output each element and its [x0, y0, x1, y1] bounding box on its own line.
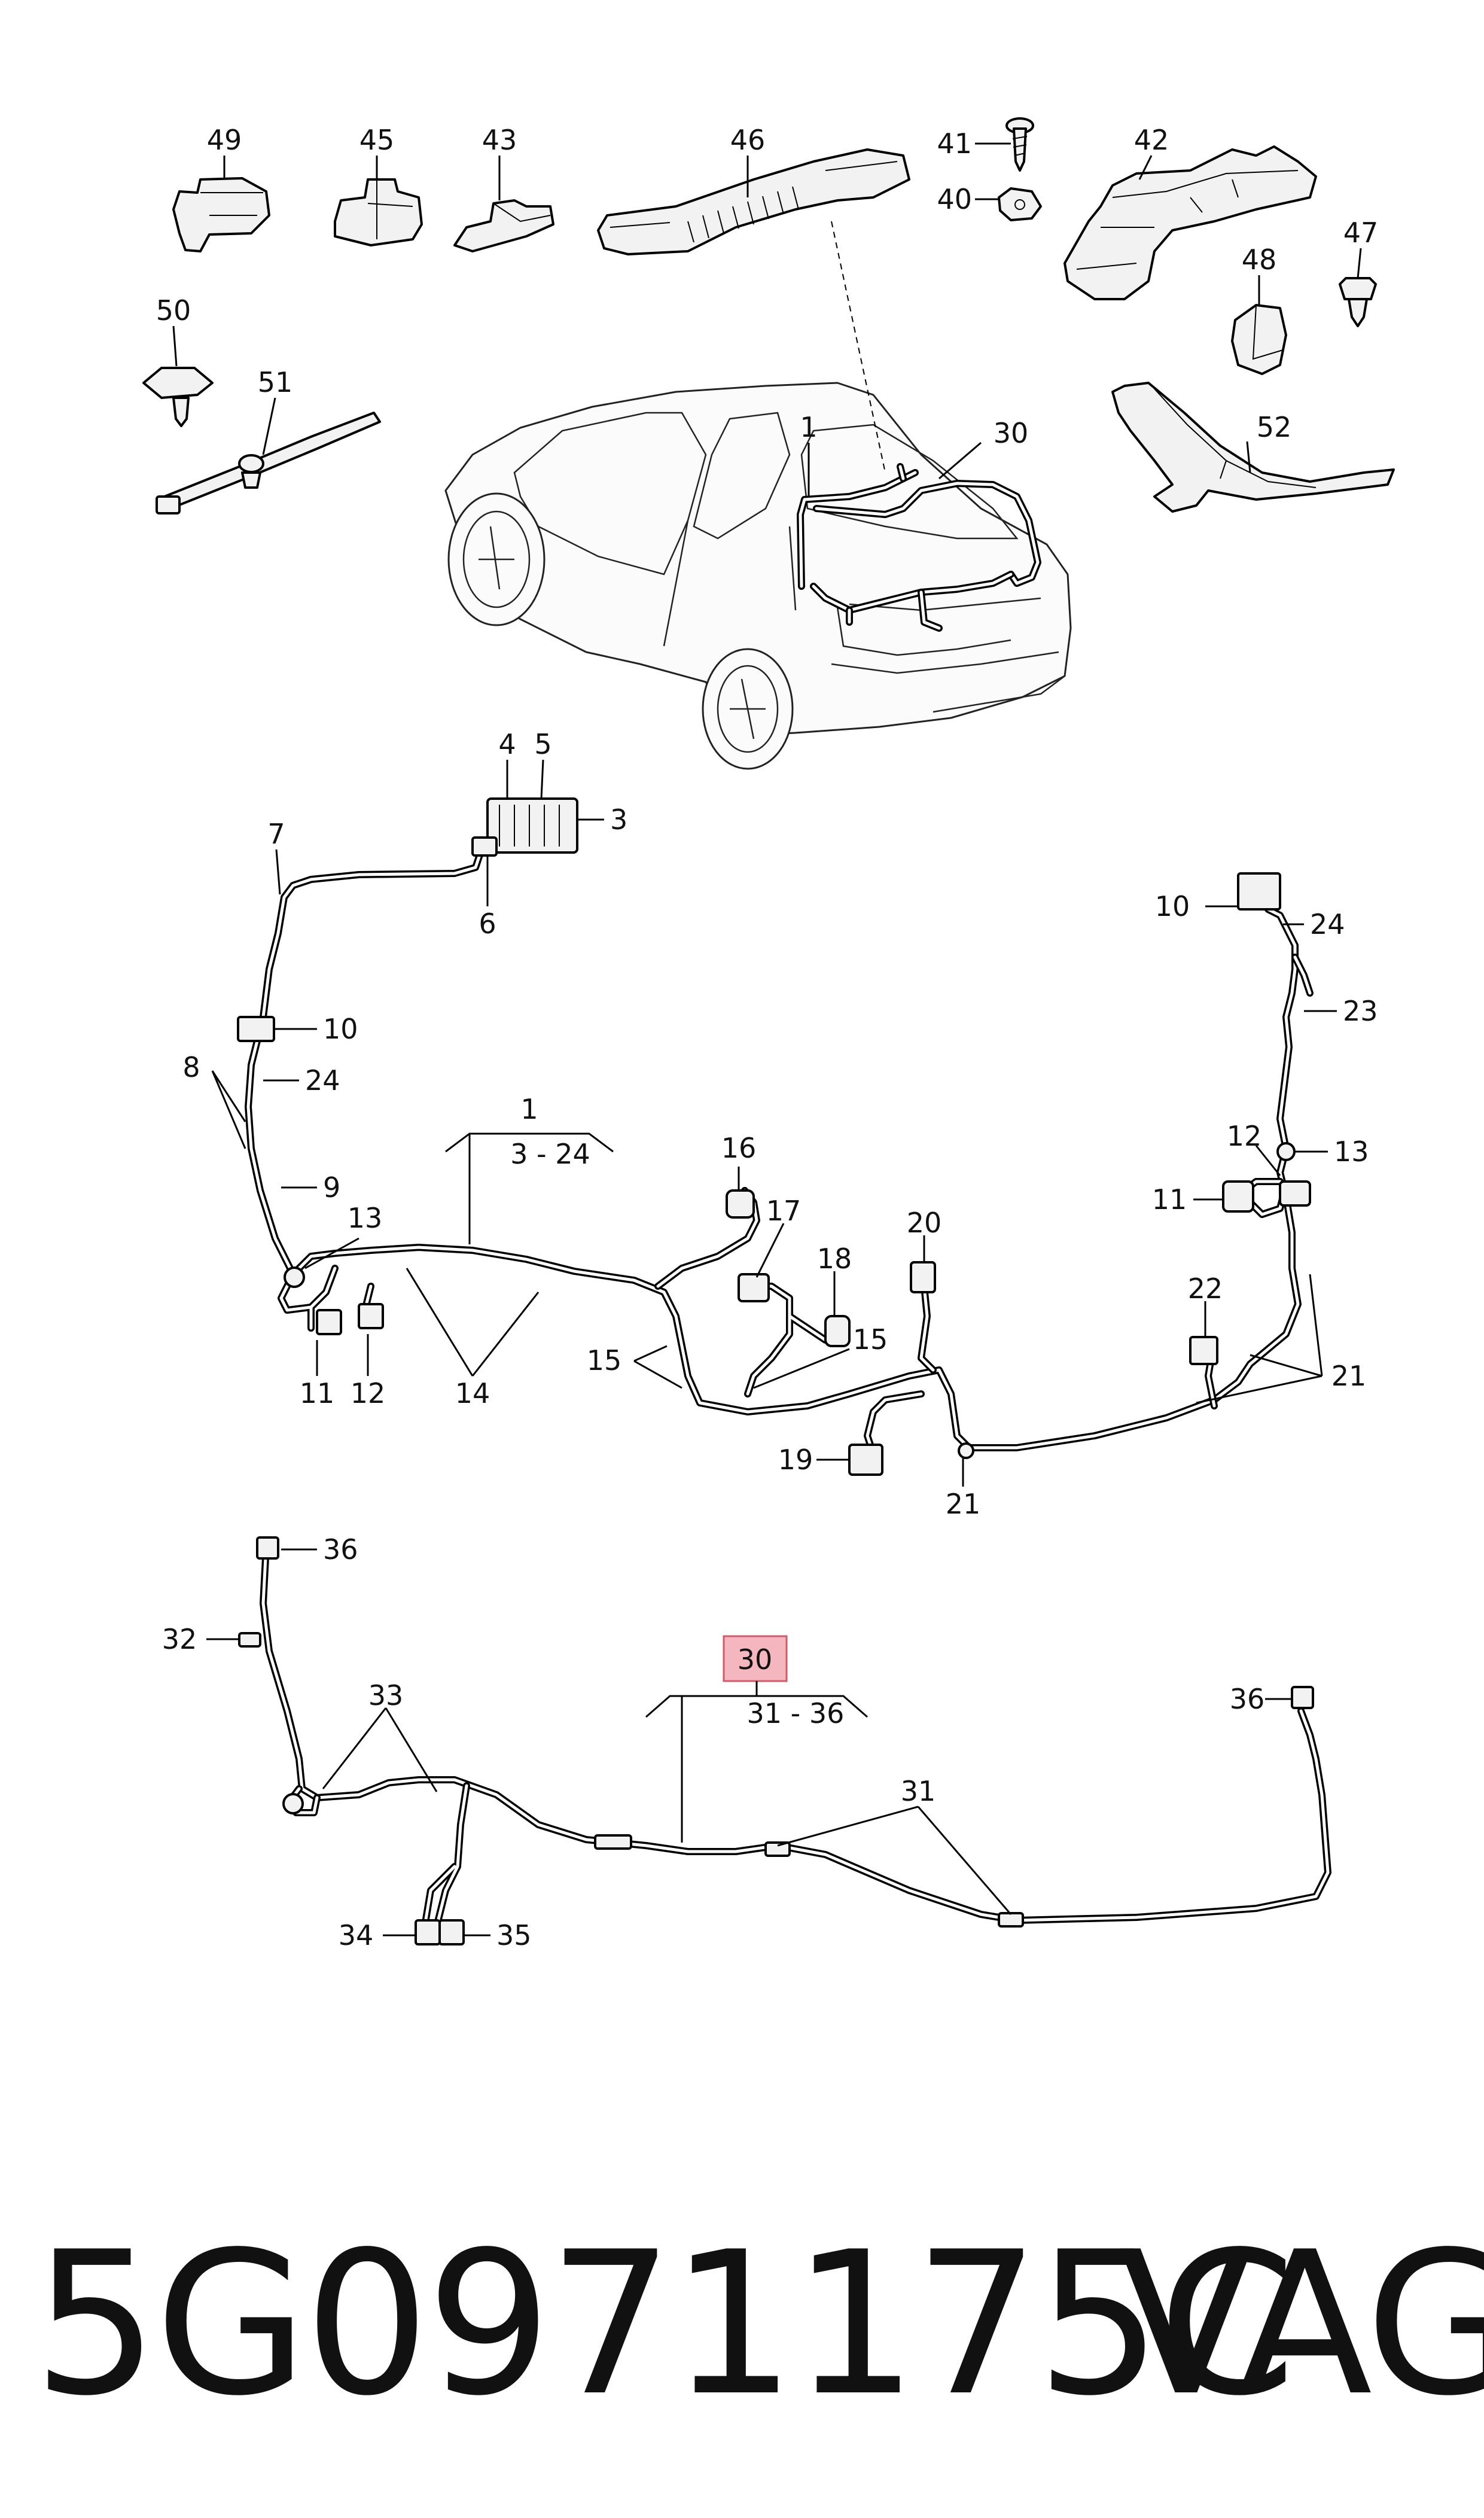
callout-17: 17	[766, 1195, 802, 1227]
callout-47: 47	[1343, 217, 1379, 249]
parts-diagram: 49 45 43 46 41 40 42 47	[142, 117, 1395, 1951]
brand-label: VAG	[1119, 2209, 1484, 2439]
callout-15-left: 15	[587, 1344, 622, 1377]
callout-24-left: 24	[305, 1064, 340, 1097]
callout-31: 31	[901, 1775, 936, 1807]
callout-45: 45	[359, 124, 395, 156]
callout-24-right: 24	[1310, 908, 1345, 940]
part-41-screw	[1005, 117, 1034, 172]
callout-11-left: 11	[300, 1377, 335, 1409]
callout-20: 20	[907, 1207, 942, 1239]
callout-40: 40	[937, 183, 972, 215]
part-46-grommet	[597, 148, 910, 255]
car-harness-highlight	[797, 221, 1041, 632]
part-number: 5G0971175C	[33, 2209, 1296, 2439]
callout-7: 7	[267, 818, 285, 850]
harness-1	[237, 797, 1314, 1476]
callout-4: 4	[498, 728, 516, 760]
callout-5: 5	[534, 728, 551, 760]
harness-30	[238, 1536, 1331, 1945]
part-40-nut	[998, 187, 1042, 221]
callout-3: 3	[610, 803, 627, 836]
part-51-cable-tie	[156, 412, 381, 514]
callout-19: 19	[778, 1444, 813, 1476]
callout-23: 23	[1343, 995, 1378, 1027]
callout-30-highlight-box	[723, 1635, 788, 1682]
part-45-clip	[334, 178, 423, 246]
callout-10-left: 10	[323, 1013, 358, 1045]
part-50-clip	[142, 367, 214, 427]
callout-1-harness: 1	[520, 1093, 538, 1125]
part-49-bracket	[172, 177, 270, 252]
callout-30-car: 30	[994, 417, 1029, 449]
callout-10-right: 10	[1155, 890, 1190, 922]
callout-33: 33	[368, 1679, 404, 1712]
callout-range-31-36: 31 - 36	[747, 1697, 845, 1730]
callout-range-3-24: 3 - 24	[510, 1138, 590, 1170]
callout-36-right: 36	[1230, 1683, 1265, 1715]
callout-11-right: 11	[1152, 1183, 1187, 1216]
callout-36-left: 36	[323, 1533, 358, 1566]
callout-50: 50	[156, 294, 191, 327]
part-52-guide	[1111, 382, 1395, 513]
callout-51: 51	[258, 366, 293, 398]
car-illustration	[444, 382, 1072, 770]
callout-41: 41	[937, 127, 972, 160]
callout-6: 6	[479, 908, 496, 940]
callout-42: 42	[1134, 124, 1169, 156]
callout-18: 18	[817, 1243, 852, 1275]
callout-46: 46	[730, 124, 766, 156]
callout-14: 14	[455, 1377, 490, 1409]
callout-16: 16	[721, 1132, 757, 1164]
callout-15-right: 15	[853, 1323, 888, 1356]
callout-43: 43	[482, 124, 517, 156]
callout-52: 52	[1257, 411, 1292, 443]
callout-13-left: 13	[348, 1202, 383, 1234]
part-48-clip	[1231, 304, 1287, 375]
callout-35: 35	[496, 1919, 532, 1951]
callout-13-right: 13	[1334, 1135, 1369, 1168]
callout-8: 8	[182, 1051, 200, 1083]
callout-49: 49	[207, 124, 242, 156]
callout-32: 32	[162, 1623, 197, 1655]
callout-12-left: 12	[351, 1377, 386, 1409]
callout-9: 9	[323, 1171, 340, 1204]
callout-48: 48	[1242, 243, 1277, 276]
part-42-guide	[1064, 145, 1317, 300]
callout-21-bottom: 21	[946, 1488, 981, 1520]
callout-34: 34	[339, 1919, 374, 1951]
part-47-clip	[1339, 277, 1377, 327]
callout-21-right: 21	[1331, 1360, 1367, 1392]
callout-30-highlight: 30	[738, 1643, 773, 1676]
callout-22: 22	[1188, 1272, 1223, 1305]
part-43-holder	[453, 199, 554, 252]
callout-1-car: 1	[800, 411, 817, 443]
callout-12-right: 12	[1227, 1120, 1262, 1152]
